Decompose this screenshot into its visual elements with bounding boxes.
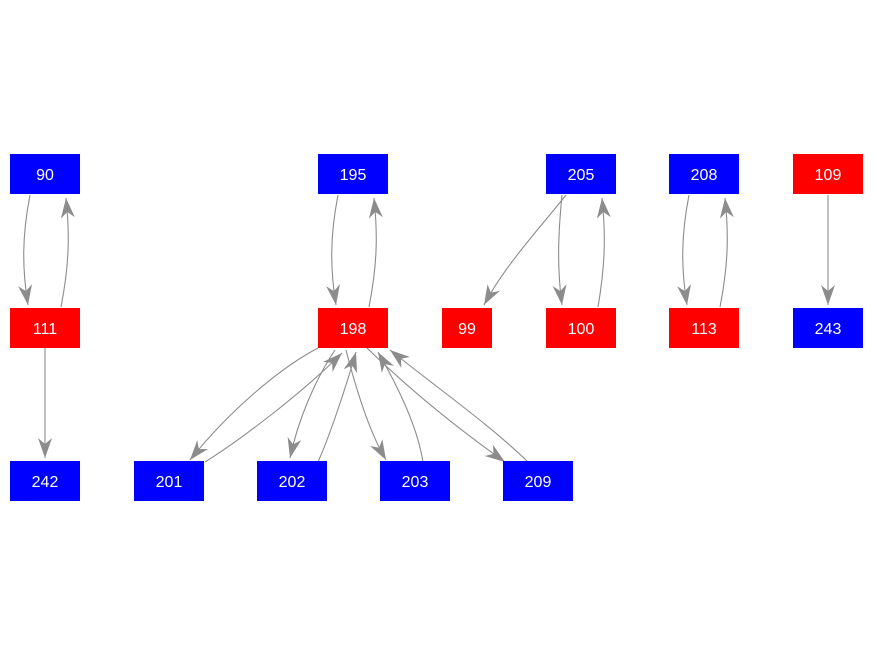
node-99[interactable]: 99 <box>442 308 492 348</box>
edge-arrowhead <box>484 284 500 305</box>
node-205[interactable]: 205 <box>546 154 616 194</box>
node-label: 111 <box>33 321 57 338</box>
edge-arrowhead <box>677 284 691 305</box>
edge-arrowhead <box>190 440 209 460</box>
node-label: 100 <box>568 321 595 338</box>
edge-arrowhead <box>378 352 394 373</box>
node-label: 209 <box>525 474 552 491</box>
node-label: 201 <box>156 474 183 491</box>
edge-109-to-243 <box>821 195 835 305</box>
node-box <box>669 308 739 348</box>
node-box <box>257 461 327 501</box>
node-box <box>793 154 863 194</box>
node-198[interactable]: 198 <box>318 308 388 348</box>
edge-arrowhead <box>390 350 411 368</box>
node-box <box>318 154 388 194</box>
node-label: 99 <box>458 321 476 338</box>
node-label: 242 <box>32 474 59 491</box>
edge-arrowhead <box>719 198 734 219</box>
node-label: 243 <box>815 321 842 338</box>
edge-113-to-208 <box>719 197 734 308</box>
node-box <box>546 308 616 348</box>
edges-layer <box>18 194 835 463</box>
edge-line <box>483 194 567 306</box>
node-box <box>10 461 80 501</box>
node-label: 208 <box>691 167 718 184</box>
edge-203-to-198 <box>377 351 424 463</box>
node-box <box>442 308 492 348</box>
node-111[interactable]: 111 <box>10 308 80 348</box>
edge-205-to-99 <box>483 194 567 306</box>
node-label: 90 <box>36 167 54 184</box>
edge-208-to-113 <box>677 194 691 306</box>
node-box <box>546 154 616 194</box>
nodes-layer: 90 195 205 208 109 111 198 99 100 113 243 242 201 202… <box>10 154 863 501</box>
edge-arrowhead <box>370 439 386 460</box>
node-label: 113 <box>691 321 717 338</box>
node-label: 195 <box>340 167 367 184</box>
node-113[interactable]: 113 <box>669 308 739 348</box>
edge-100-to-205 <box>596 197 611 308</box>
edge-201-to-198 <box>204 352 343 463</box>
node-box <box>10 154 80 194</box>
edge-198-to-201 <box>189 347 319 461</box>
edge-arrowhead <box>596 198 611 219</box>
node-208[interactable]: 208 <box>669 154 739 194</box>
edge-198-to-203 <box>345 349 387 461</box>
edge-arrowhead <box>552 284 567 305</box>
edge-198-to-195 <box>368 197 383 308</box>
node-201[interactable]: 201 <box>134 461 204 501</box>
edge-arrowhead <box>322 353 342 373</box>
edge-195-to-198 <box>326 194 340 306</box>
edge-209-to-198 <box>389 349 529 463</box>
edge-arrowhead <box>287 436 302 458</box>
edge-arrowhead <box>60 198 75 219</box>
edge-line <box>366 347 506 463</box>
node-109[interactable]: 109 <box>793 154 863 194</box>
node-242[interactable]: 242 <box>10 461 80 501</box>
node-label: 203 <box>402 474 429 491</box>
node-box <box>793 308 863 348</box>
edge-202-to-198 <box>317 351 358 463</box>
edge-198-to-209 <box>366 347 506 463</box>
edge-line <box>558 194 563 306</box>
node-209[interactable]: 209 <box>503 461 573 501</box>
edge-arrowhead <box>38 438 52 458</box>
edge-line <box>389 349 529 463</box>
node-label: 198 <box>340 321 367 338</box>
edge-line <box>189 347 319 461</box>
edge-111-to-90 <box>60 197 75 308</box>
node-box <box>669 154 739 194</box>
node-box <box>134 461 204 501</box>
node-label: 109 <box>815 167 842 184</box>
node-box <box>10 308 80 348</box>
node-label: 205 <box>568 167 595 184</box>
node-90[interactable]: 90 <box>10 154 80 194</box>
node-box <box>380 461 450 501</box>
edge-arrowhead <box>368 198 383 219</box>
edge-205-to-100 <box>552 194 567 306</box>
edge-arrowhead <box>326 284 340 305</box>
edge-111-to-242 <box>38 348 52 458</box>
edge-arrowhead <box>18 284 32 305</box>
edge-arrowhead <box>821 285 835 305</box>
node-label: 202 <box>279 474 306 491</box>
node-100[interactable]: 100 <box>546 308 616 348</box>
node-195[interactable]: 195 <box>318 154 388 194</box>
edge-line <box>377 351 424 463</box>
node-243[interactable]: 243 <box>793 308 863 348</box>
edge-arrowhead <box>484 444 505 462</box>
node-box <box>318 308 388 348</box>
edge-90-to-111 <box>18 194 32 306</box>
edge-line <box>204 352 343 463</box>
node-202[interactable]: 202 <box>257 461 327 501</box>
edge-198-to-202 <box>287 349 336 459</box>
node-203[interactable]: 203 <box>380 461 450 501</box>
node-box <box>503 461 573 501</box>
edge-arrowhead <box>343 352 358 374</box>
